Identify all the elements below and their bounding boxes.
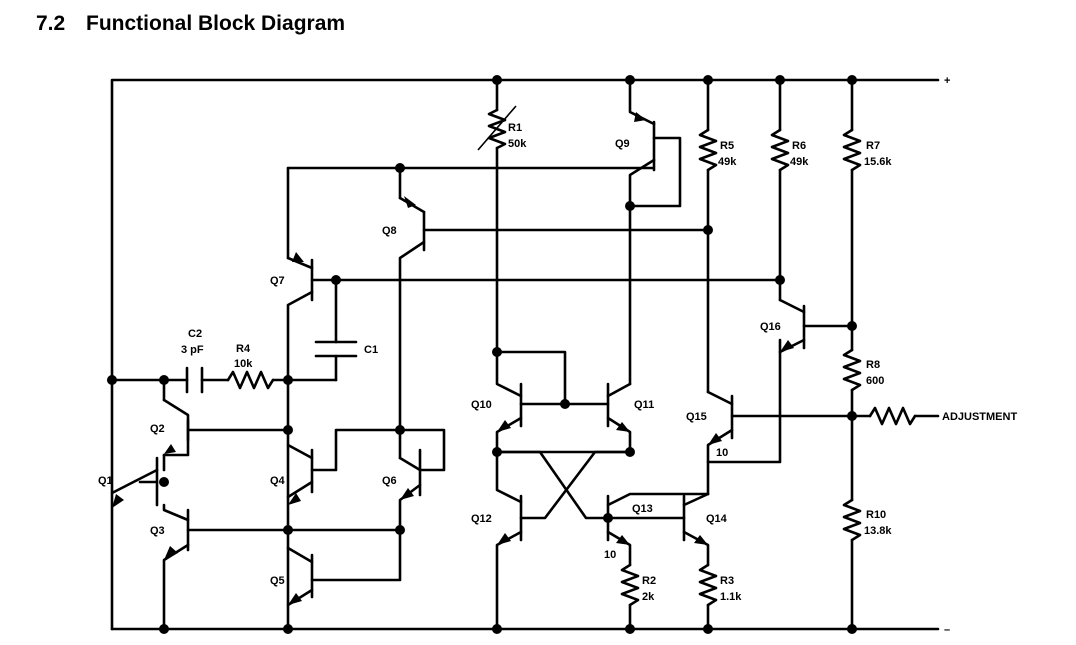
label-r1-value: 50k (508, 138, 527, 150)
label-q9: Q9 (615, 138, 630, 150)
supply-rails (110, 78, 940, 631)
label-q4: Q4 (270, 475, 286, 487)
label-r1: R1 (508, 122, 522, 134)
section-heading: 7.2 Functional Block Diagram (36, 12, 345, 36)
label-r8: R8 (866, 359, 880, 371)
label-r6-value: 49k (790, 156, 809, 168)
label-q10: Q10 (471, 399, 492, 411)
label-r10-value: 13.8k (864, 525, 892, 537)
emitter-arrows (112, 112, 794, 605)
label-r3: R3 (720, 575, 734, 587)
label-r4-value: 10k (234, 358, 253, 370)
label-q12: Q12 (471, 513, 492, 525)
label-c2: C2 (188, 328, 202, 340)
label-adjustment: ADJUSTMENT (942, 411, 1017, 423)
label-r3-value: 1.1k (720, 591, 742, 603)
label-q13: Q13 (632, 503, 653, 515)
label-q16: Q16 (760, 321, 781, 333)
label-r5-value: 49k (718, 156, 737, 168)
junction-dots (107, 75, 857, 634)
label-plus-terminal: + (944, 75, 950, 87)
label-q14: Q14 (706, 513, 728, 525)
label-r7-value: 15.6k (864, 156, 892, 168)
label-q13-ratio: 10 (604, 549, 616, 561)
label-r8-value: 600 (866, 375, 884, 387)
label-r7: R7 (866, 140, 880, 152)
label-q2: Q2 (150, 423, 165, 435)
label-c1: C1 (364, 344, 378, 356)
label-q11: Q11 (634, 399, 654, 411)
section-number: 7.2 (36, 12, 66, 35)
label-r5: R5 (720, 140, 734, 152)
label-r6: R6 (792, 140, 806, 152)
label-q7: Q7 (270, 275, 285, 287)
section-title: Functional Block Diagram (86, 12, 346, 35)
label-q15: Q15 (686, 411, 707, 423)
label-q5: Q5 (270, 575, 285, 587)
label-q1: Q1 (98, 475, 113, 487)
label-q15-ratio: 10 (716, 447, 728, 459)
label-r10: R10 (866, 509, 886, 521)
label-q6: Q6 (382, 475, 397, 487)
component-labels: Q1 Q2 Q3 Q4 Q5 Q6 Q7 Q8 Q9 Q10 Q11 Q12 Q… (98, 75, 1017, 636)
label-r2-value: 2k (642, 591, 655, 603)
label-r2: R2 (642, 575, 656, 587)
label-q3: Q3 (150, 525, 165, 537)
label-minus-terminal: – (944, 624, 950, 636)
label-c2-value: 3 pF (181, 344, 204, 356)
label-r4: R4 (236, 343, 251, 355)
wires (110, 78, 940, 631)
label-q8: Q8 (382, 225, 397, 237)
